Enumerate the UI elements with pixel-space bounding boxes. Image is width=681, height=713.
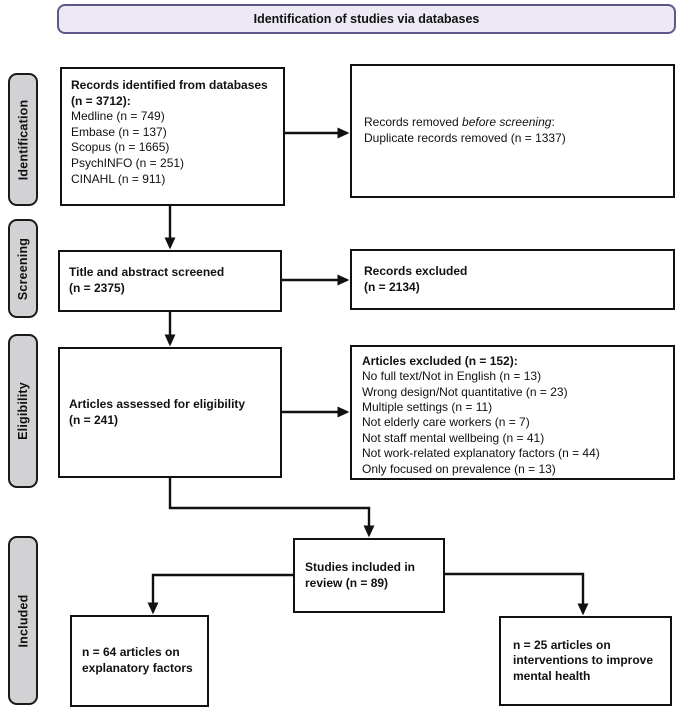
stage-eligibility-label: Eligibility (16, 382, 31, 440)
records-identified-line: CINAHL (n = 911) (71, 171, 166, 186)
stage-identification-label: Identification (16, 99, 31, 180)
intervention-articles-text: n = 25 articles on interventions to impr… (513, 637, 654, 683)
header-banner: Identification of studies via databases (57, 4, 676, 34)
records-identified-line: PsychINFO (n = 251) (71, 155, 185, 170)
articles-assessed-line2: (n = 241) (69, 412, 119, 427)
records-excluded-line2: (n = 2134) (364, 279, 420, 294)
studies-included-text: Studies included in review (n = 89) (305, 559, 416, 590)
stage-included: Included (8, 536, 38, 705)
records-identified-line: Embase (n = 137) (71, 124, 167, 139)
box-title-abstract-screened: Title and abstract screened (n = 2375) (58, 250, 282, 312)
articles-excluded-line: Not work-related explanatory factors (n … (362, 446, 600, 461)
explanatory-articles-text: n = 64 articles on explanatory factors (82, 645, 193, 675)
articles-excluded-line: Not elderly care workers (n = 7) (362, 415, 530, 430)
records-removed-italic: before screening (462, 115, 552, 130)
records-removed-suffix: : (551, 115, 555, 130)
records-removed-line2: Duplicate records removed (n = 1337) (364, 131, 566, 145)
arrow-included-to-interventions (443, 572, 589, 616)
records-excluded-line1: Records excluded (364, 263, 468, 278)
box-articles-excluded: Articles excluded (n = 152): No full tex… (350, 345, 675, 480)
box-records-removed: Records removed before screening: Duplic… (350, 64, 675, 198)
articles-excluded-line: No full text/Not in English (n = 13) (362, 369, 542, 384)
arrow-included-to-explanatory (147, 573, 295, 615)
records-identified-line: Scopus (n = 1665) (71, 140, 170, 155)
box-records-identified: Records identified from databases (n = 3… (60, 67, 285, 206)
records-removed-line1: Records removed before screening: (364, 115, 673, 131)
articles-assessed-line1: Articles assessed for eligibility (69, 396, 246, 411)
articles-excluded-line: Only focused on prevalence (n = 13) (362, 461, 556, 476)
records-removed-prefix: Records removed (364, 115, 463, 130)
stage-screening-label: Screening (16, 237, 30, 300)
box-articles-assessed: Articles assessed for eligibility (n = 2… (58, 347, 282, 478)
articles-excluded-line: Not staff mental wellbeing (n = 41) (362, 430, 545, 445)
box-studies-included: Studies included in review (n = 89) (293, 538, 445, 613)
records-identified-line: Medline (n = 749) (71, 109, 165, 124)
title-abstract-line1: Title and abstract screened (69, 265, 225, 280)
arrow-assessed-to-included (168, 477, 375, 538)
header-title: Identification of studies via databases (253, 12, 480, 26)
box-records-excluded: Records excluded (n = 2134) (350, 249, 675, 310)
stage-identification: Identification (8, 73, 38, 206)
box-intervention-articles: n = 25 articles on interventions to impr… (499, 616, 672, 706)
stage-eligibility: Eligibility (8, 334, 38, 488)
title-abstract-line2: (n = 2375) (69, 281, 125, 295)
articles-excluded-title: Articles excluded (n = 152): (362, 354, 518, 368)
records-identified-title: Records identified from databases (n = 3… (71, 78, 268, 108)
stage-screening: Screening (8, 219, 38, 318)
stage-included-label: Included (16, 594, 30, 647)
articles-excluded-line: Wrong design/Not quantitative (n = 23) (362, 384, 568, 399)
articles-excluded-line: Multiple settings (n = 11) (362, 400, 493, 415)
box-explanatory-articles: n = 64 articles on explanatory factors (70, 615, 209, 707)
